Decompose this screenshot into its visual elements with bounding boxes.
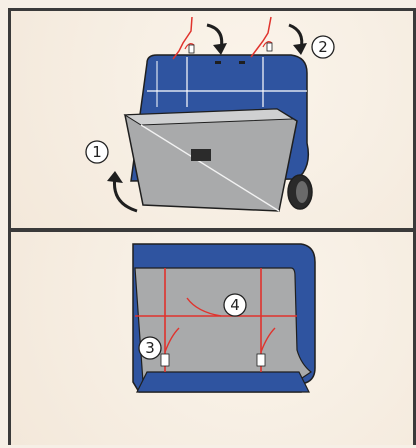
step-number-2: 2 bbox=[311, 35, 335, 59]
step-panel-threading: 4 3 bbox=[8, 229, 416, 445]
step-number-1: 1 bbox=[85, 140, 109, 164]
serger-front-open bbox=[132, 243, 316, 393]
curved-arrow-icon bbox=[288, 23, 307, 55]
thread-tension-guide bbox=[160, 353, 170, 367]
svg-text:3: 3 bbox=[145, 339, 155, 357]
cover-latch bbox=[191, 149, 211, 161]
svg-text:2: 2 bbox=[318, 38, 328, 56]
thread-guides bbox=[172, 16, 273, 60]
illustration-open-cover: 1 2 bbox=[85, 16, 335, 213]
curved-arrow-icon bbox=[206, 23, 227, 55]
step-number-4: 4 bbox=[223, 293, 247, 317]
illustration-threading: 4 3 bbox=[132, 243, 316, 393]
curved-arrow-icon bbox=[107, 171, 138, 213]
step-panel-open-cover: 1 2 bbox=[8, 8, 416, 230]
svg-text:4: 4 bbox=[230, 296, 240, 314]
step-number-3: 3 bbox=[138, 336, 162, 360]
front-cover bbox=[123, 108, 298, 212]
thread-tension-guide bbox=[256, 353, 266, 367]
thread-paths bbox=[135, 268, 297, 372]
svg-text:1: 1 bbox=[92, 143, 102, 161]
